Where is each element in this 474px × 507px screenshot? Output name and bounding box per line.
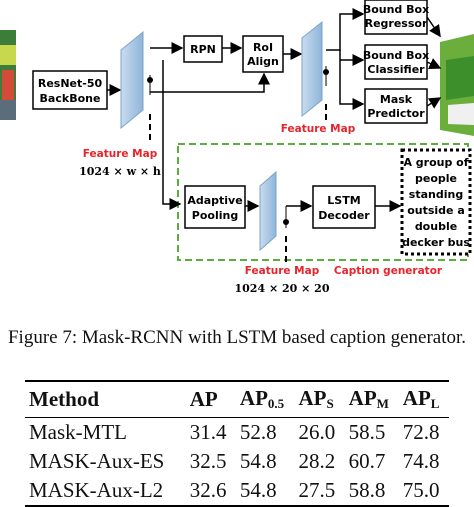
header-ap50: AP0.5 (239, 386, 285, 411)
roi-line-2: Align (247, 55, 279, 68)
feature-map-label-2: Feature Map (281, 123, 356, 135)
caption-output-box (400, 148, 472, 256)
cell-value: 26.0 (298, 420, 336, 444)
figure-caption: Figure 7: Mask-RCNN with LSTM based capt… (7, 327, 467, 348)
header-ap: AP (189, 386, 218, 411)
cell-value: 32.5 (189, 449, 227, 473)
cell-value: 60.7 (348, 449, 386, 473)
header-apl: APL (402, 386, 440, 411)
cell-value: 54.8 (239, 449, 277, 473)
mask-predictor-box (364, 88, 428, 124)
caption-line-3: standing (409, 188, 463, 201)
cell-value: 52.8 (239, 420, 277, 444)
cell-method: MASK-Aux-ES (29, 449, 165, 473)
backbone-box (32, 70, 108, 110)
bbox-regressor-line-1: Bound Box (363, 3, 429, 16)
fm1-dot (147, 77, 153, 83)
cell-value: 58.5 (348, 420, 386, 444)
lstm-line-1: LSTM (327, 194, 360, 207)
header-aps: APS (298, 386, 334, 411)
feature-map-2 (301, 20, 323, 118)
dim-label-2: 1024 × 20 × 20 (235, 282, 330, 295)
results-table: Method AP AP0.5 APS APM APL Mask-MTL 31.… (25, 380, 449, 507)
caption-generator-label: Caption generator (334, 265, 443, 277)
mask-predictor-line-1: Mask (380, 93, 413, 106)
roi-line-1: RoI (253, 41, 273, 54)
feature-map-1 (120, 30, 144, 130)
backbone-line-2: BackBone (40, 92, 101, 105)
feature-map-label-3: Feature Map (245, 265, 320, 277)
feature-map-3 (259, 170, 277, 252)
output-image (440, 34, 474, 136)
adaptive-pooling-line-1: Adaptive (187, 194, 242, 207)
dim-label-1: 1024 × w × h (79, 165, 161, 178)
rpn-label: RPN (190, 43, 216, 56)
caption-line-5: double (415, 220, 457, 233)
roi-align-box (242, 35, 284, 73)
rpn-box (183, 35, 223, 63)
feature-map-label-1: Feature Map (83, 148, 158, 160)
input-image (0, 30, 16, 120)
caption-line-2: people (415, 172, 457, 185)
mask-predictor-line-2: Predictor (367, 107, 425, 120)
table-row: MASK-Aux-L2 32.6 54.8 27.5 58.8 75.0 (25, 476, 449, 506)
caption-line-1: A group of (403, 156, 468, 169)
cell-method: Mask-MTL (29, 420, 127, 444)
fm2-dot (323, 69, 329, 75)
cell-value: 74.8 (402, 449, 440, 473)
cell-method: MASK-Aux-L2 (29, 478, 164, 502)
header-method: Method (29, 386, 99, 411)
bbox-regressor-line-2: Regressor (365, 17, 428, 30)
caption-line-4: outside a (407, 204, 465, 217)
backbone-line-1: ResNet-50 (38, 77, 103, 90)
cell-value: 72.8 (402, 420, 440, 444)
cell-value: 28.2 (298, 449, 336, 473)
header-apm: APM (348, 386, 389, 411)
cell-value: 75.0 (402, 478, 440, 502)
bbox-classifier-line-2: Classifier (367, 63, 425, 76)
cell-value: 58.8 (348, 478, 386, 502)
adaptive-pooling-box (184, 185, 246, 229)
architecture-diagram: ResNet-50 BackBone Feature Map 1024 × w … (0, 0, 474, 295)
cell-value: 31.4 (189, 420, 227, 444)
caption-line-6: decker bus (402, 236, 470, 249)
fm3-dot (283, 219, 289, 225)
bbox-classifier-line-1: Bound Box (363, 49, 429, 62)
cell-value: 54.8 (239, 478, 277, 502)
cell-value: 27.5 (298, 478, 336, 502)
table-row: Mask-MTL 31.4 52.8 26.0 58.5 72.8 (25, 418, 449, 448)
bbox-regressor-box (364, 0, 428, 35)
cell-value: 32.6 (189, 478, 227, 502)
lstm-decoder-box (312, 185, 376, 229)
table-header-row: Method AP AP0.5 APS APM APL (25, 381, 449, 418)
table-row: MASK-Aux-ES 32.5 54.8 28.2 60.7 74.8 (25, 447, 449, 476)
lstm-line-2: Decoder (318, 209, 370, 222)
adaptive-pooling-line-2: Pooling (192, 209, 238, 222)
